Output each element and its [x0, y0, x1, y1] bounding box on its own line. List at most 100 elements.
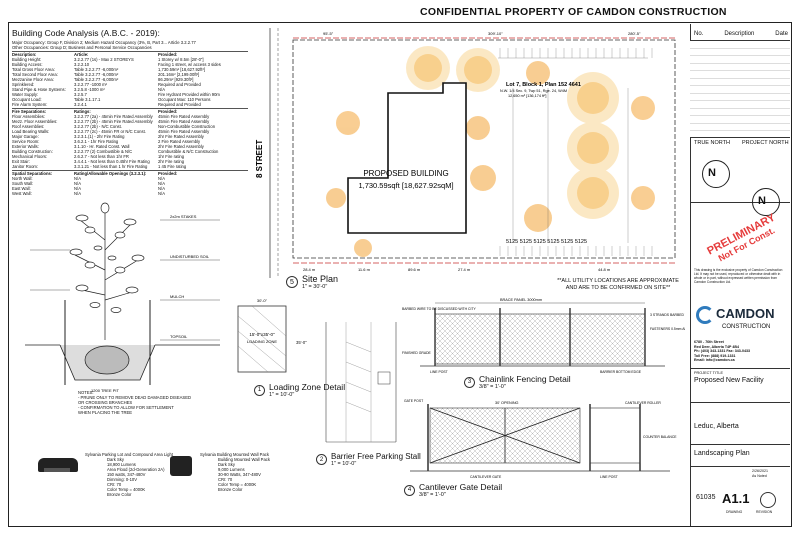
code-cell: East Wall: [12, 186, 31, 191]
code-cell: Required and Provided [158, 102, 201, 107]
site-plan-title: Site Plan [302, 274, 339, 284]
fence-label: 3 STRANDS BARBED WIRE [650, 313, 685, 317]
chainlink-title: Chainlink Fencing Detail [479, 374, 571, 384]
code-row: Exterior Walls:3.1.10 - Hr. Rated Const.… [12, 144, 248, 149]
separations-title: Fire Separations: [12, 109, 47, 114]
address-line: Ph: (403) 343-1331 Fax: 343-0433 [694, 349, 750, 354]
revision-label: REVISION [756, 510, 773, 514]
spec-line: 18,900 Lumens [107, 462, 136, 467]
parking-stall-scale: 1" = 10'-0" [331, 461, 357, 467]
code-cell: Fire Hydrant Provided within 90m [158, 92, 220, 97]
spec-line: Bronze Color [218, 487, 243, 492]
code-row: Janitor Room:3.3.1.21 - Not less than 1 … [12, 164, 248, 169]
code-cell: 3.2.2.77 (1s) - Max 2 STOREYS [74, 57, 134, 62]
parking-stall-drawing [325, 322, 397, 443]
code-cell: 201.16m² [2,199.00ft²] [158, 72, 200, 77]
gate-label: 30' OPENING [495, 401, 519, 405]
gate-label: CANTILEVER GATE [470, 475, 502, 479]
tree-callout: 2x2m STAKES [170, 214, 197, 219]
fence-label: BRACE PANEL 3000mm [500, 298, 542, 302]
true-north-label: TRUE NORTH [694, 140, 730, 146]
code-row: Building Construction:3.2.2.77 (2) Combu… [12, 149, 248, 154]
site-plan-number: 5 [286, 276, 298, 288]
sheet-number: A1.1 [722, 491, 750, 506]
parking-light-lens [44, 468, 70, 472]
code-row: Roof Assemblies:3.2.2.77 (2b) - N/C Cons… [12, 124, 248, 129]
separations-provided: Provided: [158, 109, 178, 114]
spec-line: Dark Sky [218, 462, 235, 467]
dim-top: 309'-10" [488, 31, 503, 36]
code-cell: 3.2.4.1 [74, 102, 87, 107]
code-row: Total Second Floor Area: Table 3.2.2.77 -… [12, 72, 248, 77]
code-cell: N/A [74, 176, 81, 181]
code-cell: Table 3.2.2.77 -6,000m² [74, 67, 119, 72]
gate-label: LINE POST [600, 475, 618, 479]
divider [690, 466, 790, 467]
code-cell: Exit Stair: [12, 159, 30, 164]
spec-line: Building Mounted Wall Pack [218, 457, 270, 462]
divider [12, 170, 248, 171]
occupancy-line-1: Major Occupancy: Group F, Division 2; Me… [12, 40, 196, 45]
spatial-header: Spatial Separations: Rating/Allowable Op… [12, 171, 248, 176]
chainlink-scale: 3/8" = 1'-0" [479, 384, 506, 390]
spec-line: 30-90 Watts, 347-480V [218, 472, 261, 477]
code-cell: 1 Storey w/ 8.5m [28'-0"] [158, 57, 204, 62]
accessible-symbol [377, 371, 391, 385]
project-title-label: PROJECT TITLE [694, 371, 723, 375]
loading-dim-top: 30'-0" [257, 298, 268, 303]
code-cell: N/A [158, 181, 165, 186]
utility-note: **ALL UTILITY LOCATIONS ARE APPROXIMATE … [556, 278, 680, 291]
code-cell: N/A [158, 191, 165, 196]
col-article: Article: [74, 52, 89, 57]
occupancy-line-2: Other Occupancies: Group D; Business and… [12, 45, 152, 50]
code-rows: Building Height:3.2.2.77 (1s) - Max 2 ST… [12, 57, 248, 107]
parking-light-specs: Sylvania Parking Lot and Compound Area L… [85, 452, 173, 497]
code-cell: Total Second Floor Area: [12, 72, 58, 77]
code-cell: 2hr Fire Rated Assembly [158, 134, 204, 139]
company-logo: CAMDON CONSTRUCTION [692, 300, 788, 340]
code-cell: 45min Fire Rated Assembly [158, 114, 210, 119]
loading-dim-left: 35'-0" [296, 340, 307, 345]
divider [690, 402, 790, 403]
code-cell: N/A [74, 186, 81, 191]
address-line: Toll Free: (888) 919-1331 [694, 353, 736, 358]
code-row: Floor Assemblies:3.2.2.77 (2a) - 45min F… [12, 114, 248, 119]
lot-label: Lot 7, Block 1, Plan 152 4641 [506, 82, 581, 88]
cantilever-number: 4 [404, 484, 415, 496]
site-plan-label: 5 Site Plan 1" = 30'-0" [286, 274, 338, 290]
rev-date-header: Date [775, 31, 788, 37]
loading-zone-label-block: 1 Loading Zone Detail 1" = 10'-0" [254, 382, 345, 398]
tree-note: WHEN PLACING THE TREE [78, 410, 133, 415]
code-cell: N/A [74, 191, 81, 196]
rev-desc-header: Description [724, 31, 755, 37]
disclaimer: This drawing is the exclusive property o… [694, 268, 783, 284]
code-cell: 3.2.2.77 (2) Combustible & N/C [74, 149, 133, 154]
parking-stall-number: 2 [316, 454, 327, 465]
tree-canopy [69, 202, 145, 340]
code-cell: Table 3.2.2.77 -6,000m² [74, 77, 119, 82]
drawing-label: DRAWING [726, 510, 743, 514]
loading-zone-number: 1 [254, 384, 265, 396]
code-cell: Table 3.2.2.77 -6,000m² [74, 72, 119, 77]
code-row: Building Height:3.2.2.77 (1s) - Max 2 ST… [12, 57, 248, 62]
proposed-building-outline [347, 82, 467, 234]
cantilever-scale: 3/8" = 1'-0" [419, 492, 446, 498]
fence-label: FINISHED GRADE [402, 351, 432, 355]
address-line: Email: info@camdon.ca [694, 358, 735, 363]
cantilever-gate-drawing: 30' OPENING GATE POST CANTILEVER ROLLER … [404, 399, 677, 479]
code-cell: 86.29m² [929.30ft²] [158, 77, 194, 82]
code-analysis-panel: Building Code Analysis (A.B.C. - 2019): … [12, 28, 248, 218]
code-cell: Roof Assemblies: [12, 124, 45, 129]
code-cell: 3.2.2.77 -1000 m² [74, 82, 108, 87]
code-cell: Sprinklered: [12, 82, 35, 87]
project-title: Proposed New Facility [694, 377, 764, 384]
code-row: Mezz. Floor Assemblies:3.2.2.77 (2b) - 4… [12, 119, 248, 124]
code-cell: Stand Pipe & Hose Systems: [12, 87, 66, 92]
dim-top: 95'-5" [323, 31, 334, 36]
code-cell: Building Access: [12, 62, 43, 67]
